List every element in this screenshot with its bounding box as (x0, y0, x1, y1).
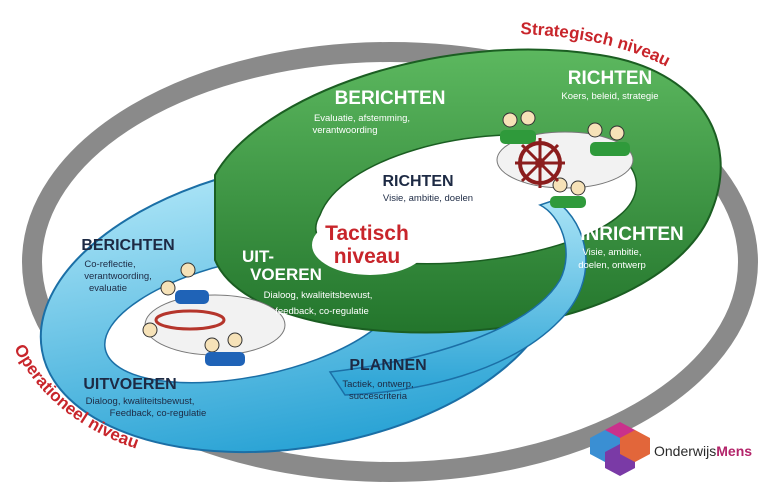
green-richten-desc: Koers, beleid, strategie (561, 91, 658, 102)
green-uitvoeren-title-1: UIT- (242, 247, 274, 266)
green-inrichten-title: INRICHTEN (580, 224, 683, 245)
blue-berichten-title: BERICHTEN (81, 237, 174, 254)
green-uitvoeren-desc-2: feedback, co-regulatie (275, 306, 368, 317)
blue-uitvoeren-desc-1: Dialoog, kwaliteitsbewust, (86, 396, 195, 407)
logo-text-bold: Mens (716, 443, 752, 459)
green-berichten-desc-2: verantwoording (313, 125, 378, 136)
ship-wheel-icon (515, 138, 565, 188)
blue-berichten-desc-1: Co-reflectie, (84, 259, 135, 270)
tactical-label-line1: Tactisch (325, 222, 409, 245)
tactical-label-line2: niveau (334, 245, 401, 268)
blue-richten-desc: Visie, ambitie, doelen (383, 193, 473, 204)
outer-ring (22, 42, 758, 482)
blue-berichten-desc-2: verantwoording, (84, 271, 152, 282)
blue-uitvoeren-title: UITVOEREN (83, 376, 176, 393)
green-richten-title: RICHTEN (568, 68, 652, 89)
blue-berichten-desc-3: evaluatie (89, 283, 127, 294)
green-uitvoeren-desc-1: Dialoog, kwaliteitsbewust, (264, 290, 373, 301)
green-uitvoeren-title-2: VOEREN (250, 265, 322, 284)
blue-plannen-title: PLANNEN (349, 357, 426, 374)
onderwijsmens-logo: OnderwijsMens (590, 422, 752, 476)
people-group-left-icon (142, 262, 286, 366)
blue-uitvoeren-desc-2: Feedback, co-regulatie (110, 408, 207, 419)
green-inrichten-desc-1: Visie, ambitie, (583, 247, 642, 258)
logo-text-regular: Onderwijs (654, 443, 716, 459)
blue-richten-title: RICHTEN (382, 173, 453, 190)
blue-plannen-desc-2: succescriteria (349, 391, 408, 402)
green-berichten-desc-1: Evaluatie, afstemming, (314, 113, 410, 124)
green-inrichten-desc-2: doelen, ontwerp (578, 260, 646, 271)
tactical-center (312, 215, 428, 275)
logo-text: OnderwijsMens (654, 443, 752, 459)
green-berichten-title: BERICHTEN (335, 88, 446, 109)
blue-plannen-desc-1: Tactiek, ontwerp, (342, 379, 413, 390)
